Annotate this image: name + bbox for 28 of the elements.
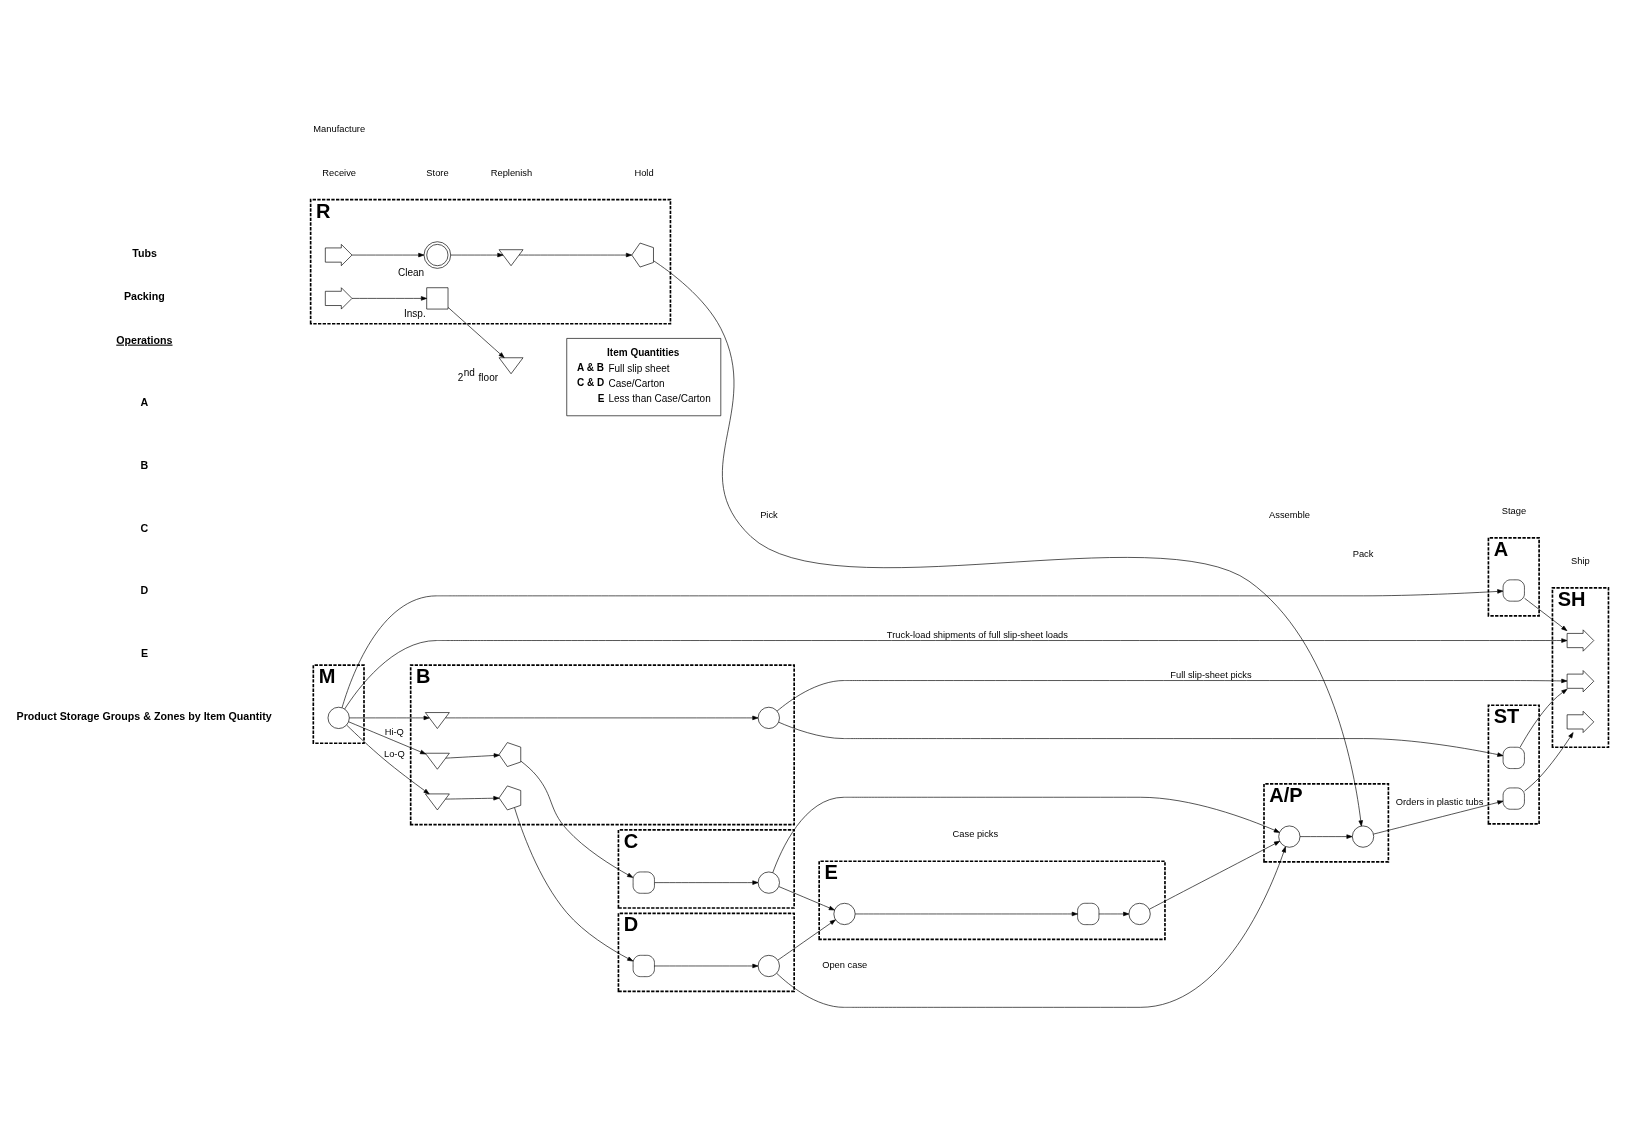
edge-label: Hi-Q <box>384 726 404 737</box>
label: C <box>140 521 149 534</box>
label: Operations <box>116 333 173 346</box>
label: Open case <box>822 959 868 970</box>
label: Pack <box>1352 548 1374 559</box>
label: Hold <box>634 166 654 177</box>
label: Receive <box>322 166 357 177</box>
label: E <box>140 646 149 659</box>
label: Product Storage Groups & Zones by Item Quantity <box>16 709 272 722</box>
label: A <box>140 395 149 408</box>
label: B <box>140 458 149 471</box>
label: D <box>140 583 149 596</box>
edge-label: Lo-Q <box>384 748 405 759</box>
label: Assemble <box>1269 509 1310 520</box>
label: Replenish <box>490 166 533 177</box>
label: Ship <box>1571 555 1590 566</box>
edge-label: Truck-load shipments of full slip-sheet loads <box>886 629 1068 640</box>
edge-label: Orders in plastic tubs <box>1395 796 1484 807</box>
label: Manufacture <box>313 123 366 134</box>
label: Tubs <box>132 246 157 259</box>
node-label: Clean <box>398 266 425 278</box>
label: Stage <box>1501 505 1527 516</box>
label: Pick <box>760 509 778 520</box>
label: Case picks <box>952 828 999 839</box>
edge-label: Full slip-sheet picks <box>1170 669 1252 680</box>
node-label: Insp. <box>404 307 426 319</box>
label: Packing <box>123 289 165 302</box>
label: Store <box>426 166 449 177</box>
